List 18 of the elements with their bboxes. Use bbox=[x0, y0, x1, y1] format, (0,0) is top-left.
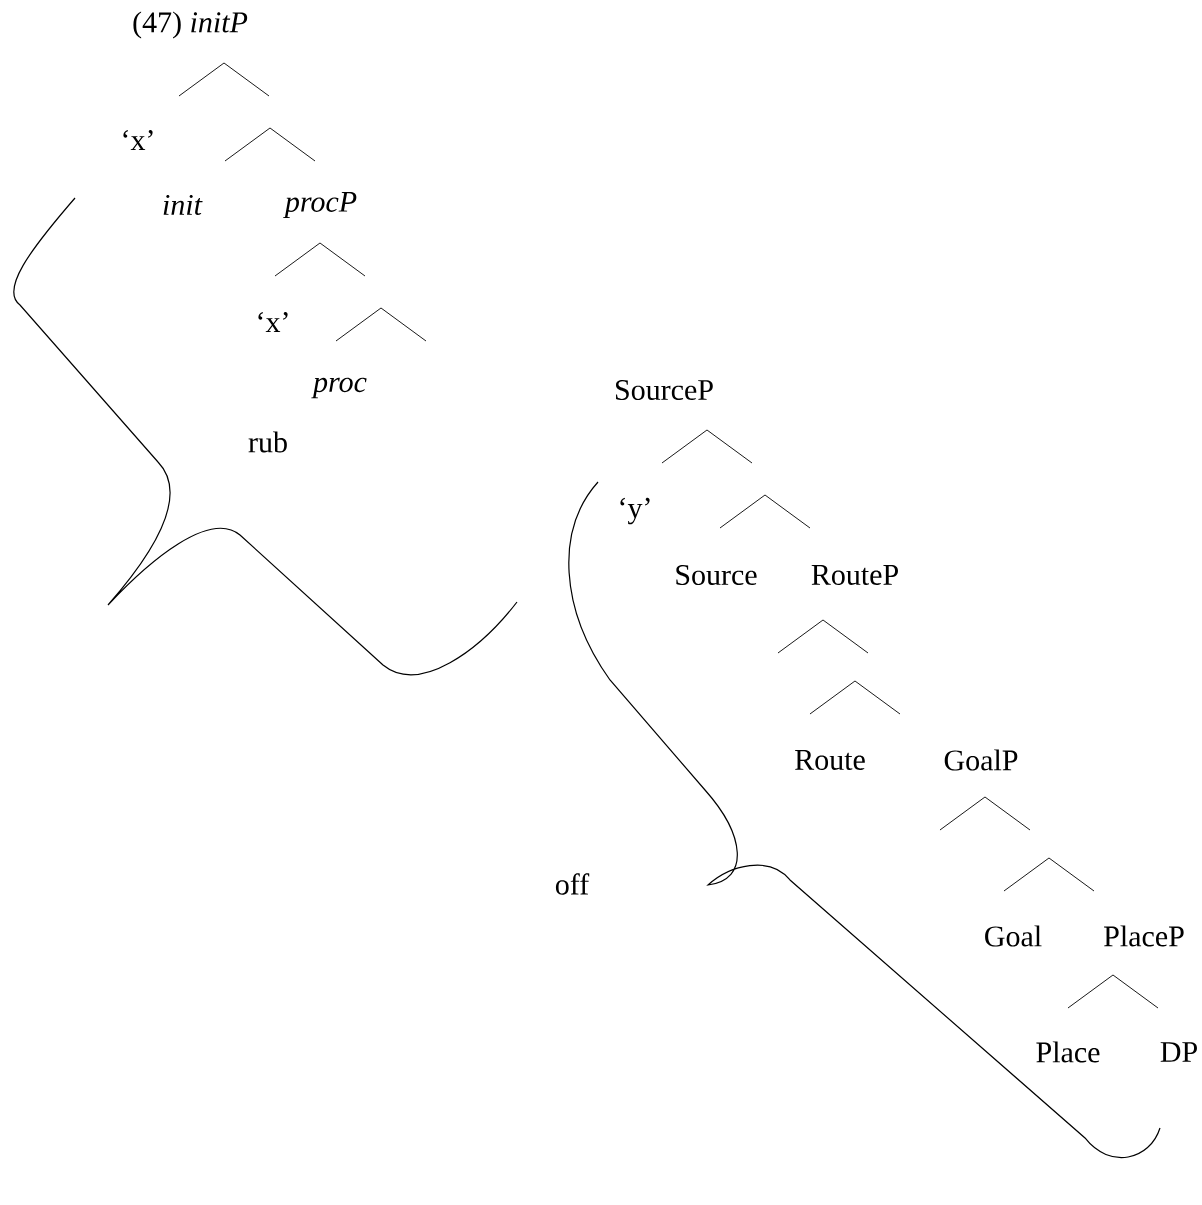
tree-label: procP bbox=[283, 191, 357, 218]
tree-label: init bbox=[163, 194, 203, 216]
tree-label: RouteP bbox=[811, 565, 898, 585]
tree-label: ‘x’ bbox=[258, 312, 288, 332]
tree-label: Place bbox=[1036, 1041, 1100, 1063]
tree-label: PlaceP bbox=[1104, 925, 1184, 947]
tree-label: Source bbox=[676, 564, 757, 586]
tree-label: rub bbox=[248, 431, 287, 453]
tree-label: off bbox=[555, 873, 590, 895]
tree-label: (47) initP bbox=[133, 11, 248, 39]
tree-label: GoalP bbox=[944, 749, 1018, 771]
tree-label: SourceP bbox=[616, 379, 713, 401]
tree-label: Goal bbox=[985, 925, 1042, 947]
tree-label: proc bbox=[311, 377, 367, 399]
tree-label: ‘x’ bbox=[123, 130, 153, 150]
tree-label: DP bbox=[1160, 1042, 1197, 1062]
tree-label: ‘y’ bbox=[620, 497, 650, 525]
tree-label: Route bbox=[795, 750, 865, 770]
